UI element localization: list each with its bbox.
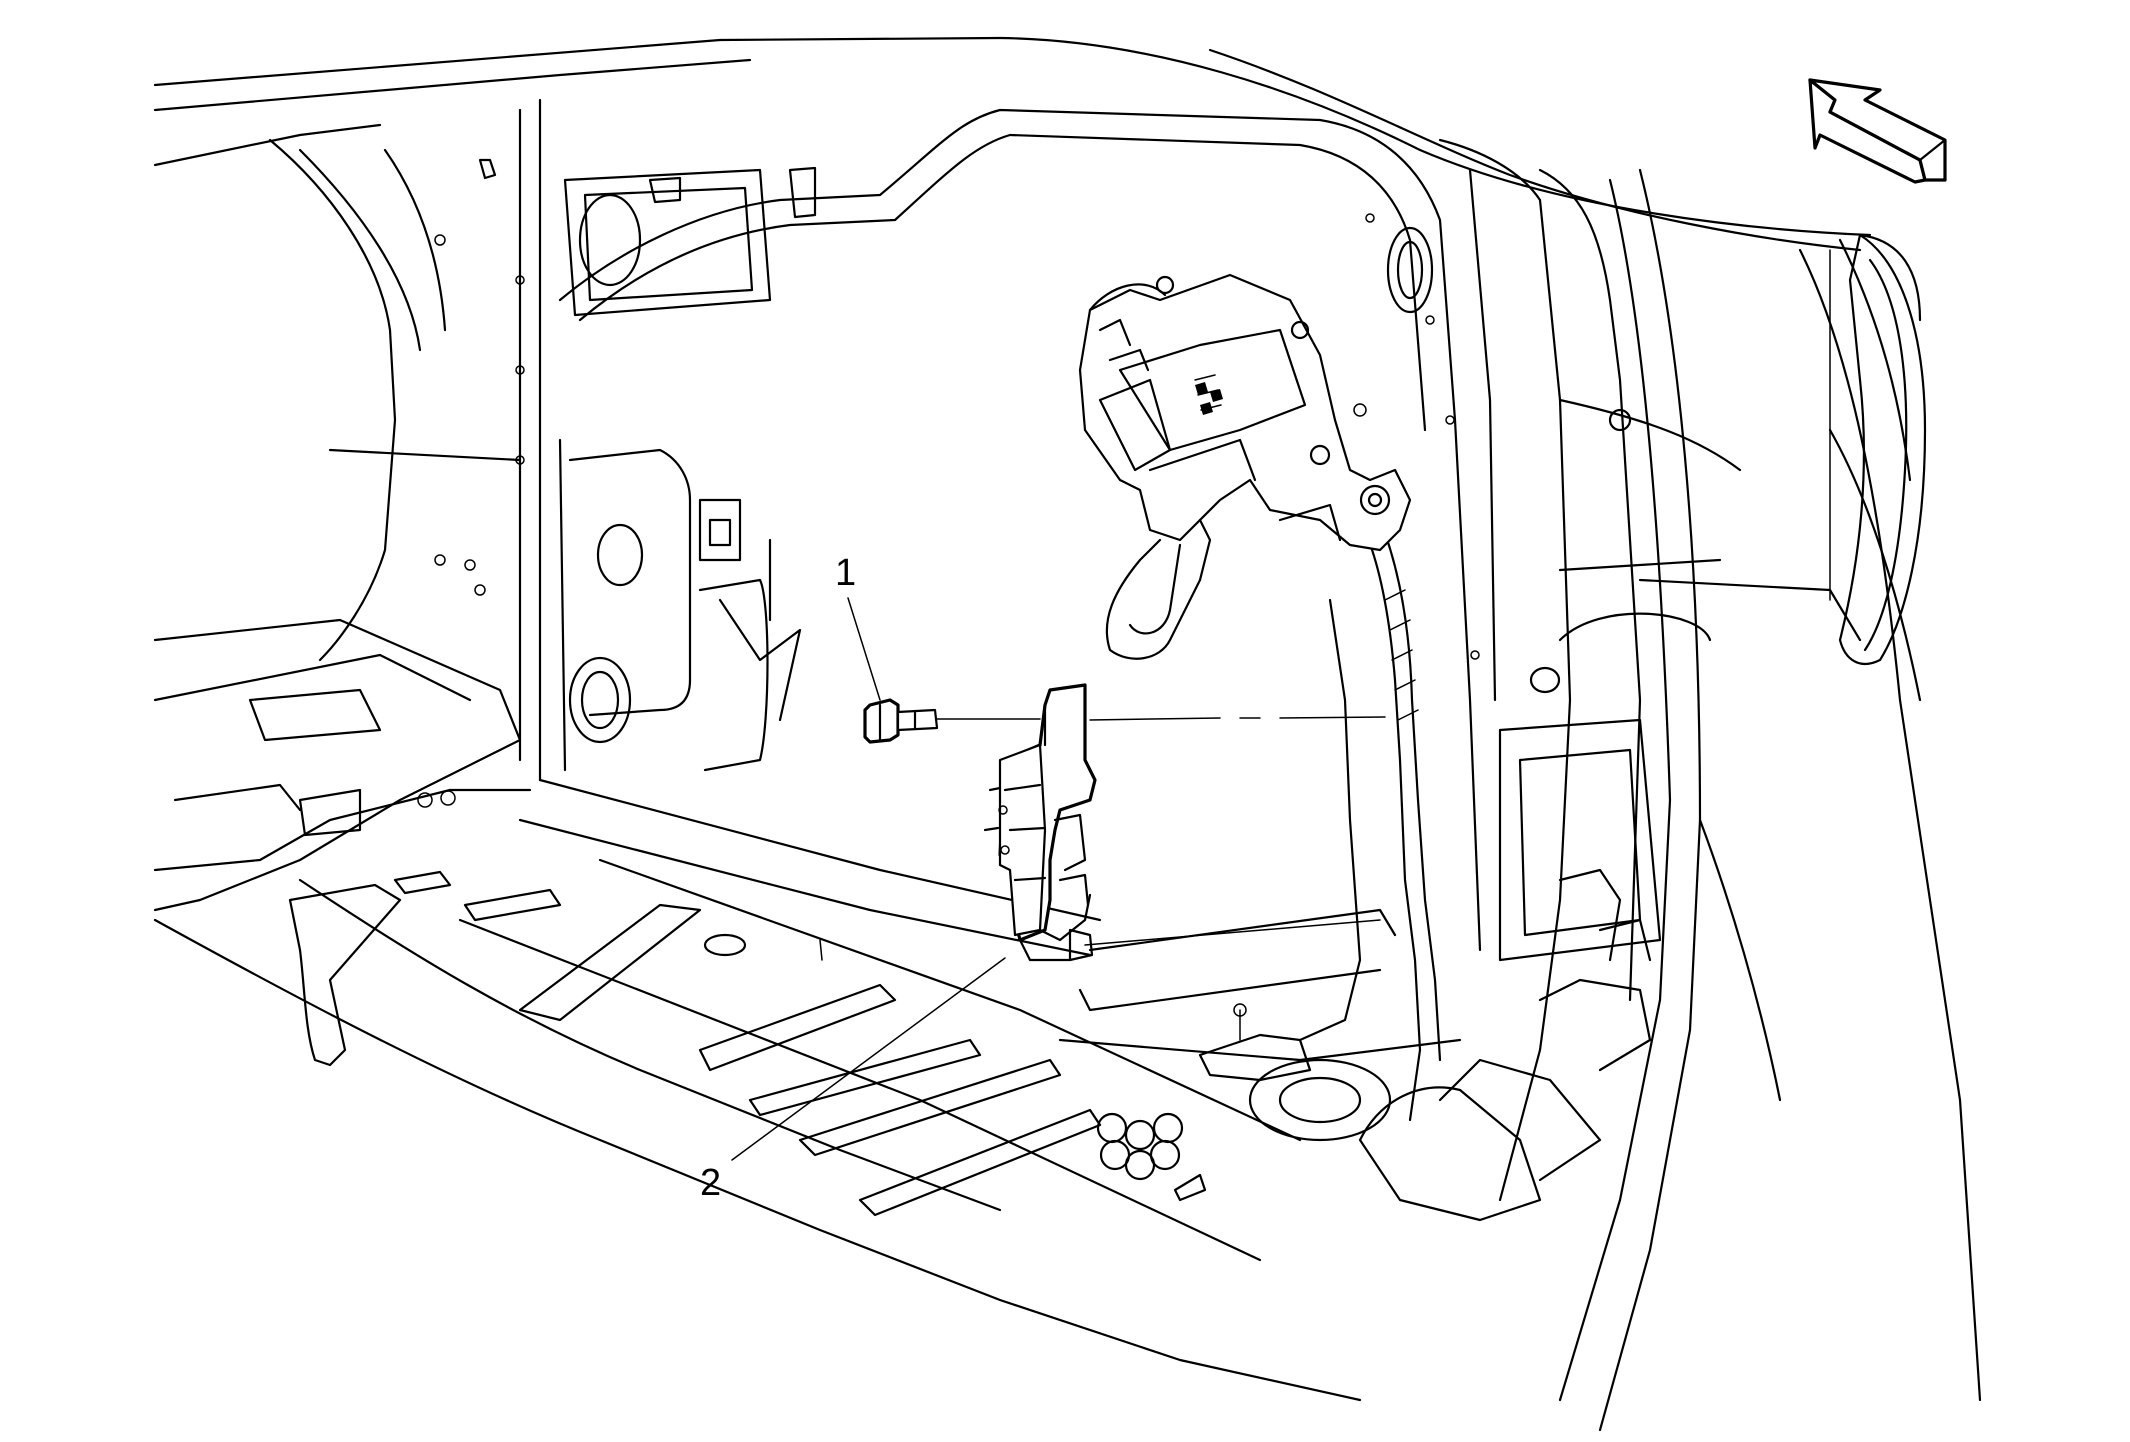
mounted-control-module — [1078, 273, 1412, 660]
item-2-bracket — [983, 683, 1097, 962]
callout-2: 2 — [700, 957, 1006, 1204]
callout-1: 1 — [835, 552, 881, 701]
callout-1-label: 1 — [835, 552, 856, 594]
item-1-bolt — [863, 698, 939, 744]
rear-compartment-body — [153, 36, 1982, 1432]
front-direction-arrow-icon — [1808, 78, 1947, 184]
callout-2-label: 2 — [700, 1162, 721, 1204]
alignment-lines — [936, 716, 1386, 946]
scalloped-drain-plug — [1096, 1112, 1184, 1181]
